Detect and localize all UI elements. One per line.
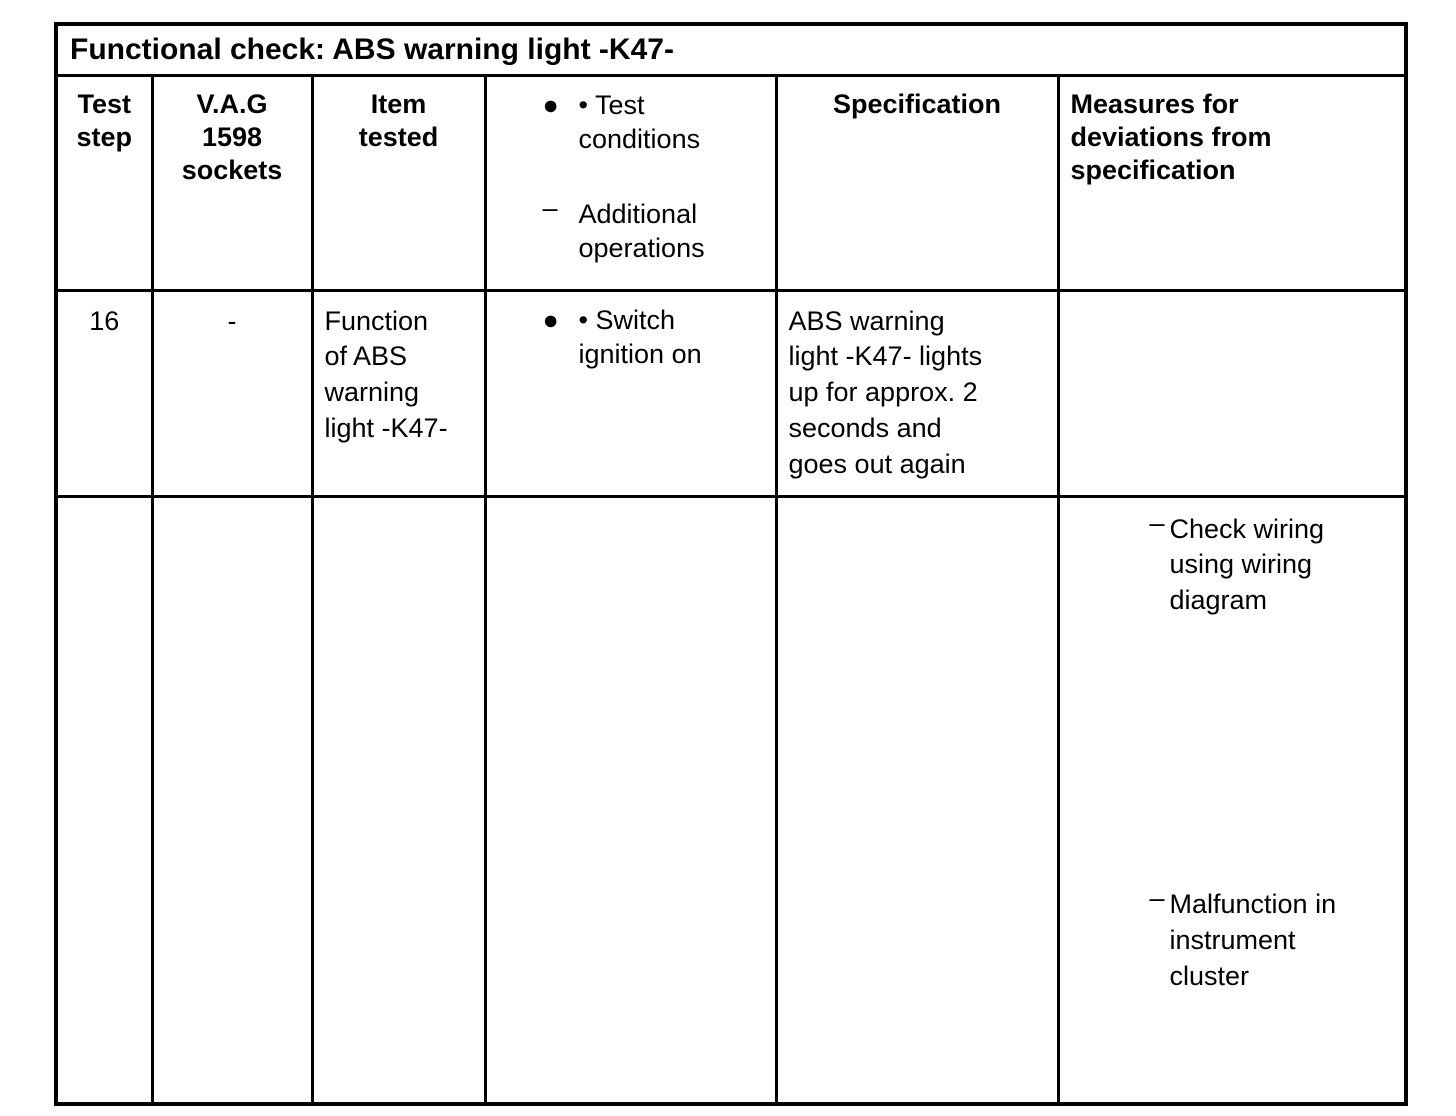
cell-vag-sockets: - [150, 288, 314, 498]
value-specification: ABS warning light -K47- lights up for ap… [778, 292, 1057, 484]
item-tested-line2: of ABS [324, 341, 408, 372]
header-conditions-bullet-item: ● • Test conditions [487, 88, 775, 157]
header-measures-line3: specification [1070, 155, 1236, 186]
page-title: Functional check: ABS warning light -K47… [70, 33, 674, 66]
value-vag-sockets-empty [154, 498, 311, 510]
bullet-dot-icon: ● [542, 89, 559, 120]
header-conditions-dash-item: – Additional operations [487, 193, 775, 266]
cell-item-tested-empty [310, 494, 487, 1106]
header-additional-line1: Additional [578, 198, 698, 229]
cell-specification: ABS warning light -K47- lights up for ap… [774, 288, 1060, 498]
cell-test-conditions-empty [483, 494, 778, 1106]
value-test-conditions: ● • Switch ignition on [487, 292, 775, 372]
header-cell-measures: Measures for deviations from specificati… [1056, 73, 1408, 292]
measures-list-spacer [1060, 619, 1405, 887]
header-measures-line1: Measures for [1070, 88, 1239, 119]
value-test-step-empty [58, 498, 151, 510]
header-test-step-line2: step [76, 121, 133, 152]
item-tested-line3: warning [324, 377, 420, 408]
specification-line5: goes out again [788, 449, 966, 480]
value-test-conditions-empty [487, 498, 775, 510]
table-title-cell: Functional check: ABS warning light -K47… [54, 22, 1408, 77]
specification-line3: up for approx. 2 [788, 377, 978, 408]
value-item-tested: Function of ABS warning light -K47- [314, 292, 484, 448]
specification-line4: seconds and [788, 413, 942, 444]
cell-test-conditions: ● • Switch ignition on [483, 288, 778, 498]
header-cell-test-conditions: ● • Test conditions – Additional operati… [483, 73, 778, 292]
table-title-row: Functional check: ABS warning light -K47… [54, 22, 1408, 77]
header-test-step-line1: Test [77, 88, 131, 119]
header-additional-line2: operations [578, 233, 705, 264]
test-conditions-bullet-item: ● • Switch ignition on [487, 303, 775, 372]
measures-list: – Check wiring using wiring diagram – Ma… [1060, 498, 1405, 995]
header-conditions-line2: conditions [578, 124, 701, 155]
header-measures-line2: deviations from [1070, 121, 1272, 152]
header-test-step: Test step [58, 77, 151, 155]
functional-check-table: Functional check: ABS warning light -K47… [54, 22, 1409, 1106]
header-item-tested: Item tested [314, 77, 484, 155]
measure-2-line2: instrument [1169, 925, 1296, 956]
header-vag-sockets: V.A.G 1598 sockets [154, 77, 311, 188]
value-vag-sockets: - [227, 305, 237, 336]
header-test-conditions: ● • Test conditions – Additional operati… [487, 77, 775, 266]
value-measures [1060, 292, 1405, 304]
measure-1-line2: using wiring [1169, 549, 1313, 580]
header-item-line2: tested [358, 121, 439, 152]
test-conditions-line2: ignition on [578, 339, 702, 370]
measure-1-line3: diagram [1169, 585, 1268, 616]
specification-line1: ABS warning [788, 305, 945, 336]
header-item-line1: Item [370, 88, 427, 119]
cell-test-step-empty [54, 494, 154, 1106]
item-tested-line4: light -K47- [324, 413, 448, 444]
measures-list-item: – Check wiring using wiring diagram [1060, 508, 1405, 620]
header-measures: Measures for deviations from specificati… [1060, 77, 1405, 188]
header-specification-line1: Specification [832, 88, 1002, 119]
cell-vag-sockets-empty [150, 494, 314, 1106]
header-vag-line2: 1598 [201, 121, 263, 152]
cell-specification-empty [774, 494, 1060, 1106]
header-cell-test-step: Test step [54, 73, 154, 292]
specification-line2: light -K47- lights [788, 341, 983, 372]
value-specification-empty [778, 498, 1057, 510]
measure-2-line1: Malfunction in [1169, 889, 1337, 920]
header-vag-line1: V.A.G [196, 88, 268, 119]
table-row: – Check wiring using wiring diagram – Ma… [54, 494, 1408, 1106]
header-conditions-line1: • Test [578, 89, 645, 120]
measures-list-item: – Malfunction in instrument cluster [1060, 883, 1405, 995]
table-row: 16 - Function of ABS warning light -K47-… [54, 288, 1408, 498]
header-specification: Specification [778, 77, 1057, 121]
dash-bullet-icon: – [1149, 883, 1165, 914]
test-conditions-line1: • Switch [578, 304, 675, 335]
header-cell-item-tested: Item tested [310, 73, 487, 292]
dash-bullet-icon: – [542, 192, 558, 223]
header-conditions-spacer [487, 157, 775, 197]
measure-2-line3: cluster [1169, 961, 1250, 992]
header-cell-vag-sockets: V.A.G 1598 sockets [150, 73, 314, 292]
measure-1-line1: Check wiring [1169, 513, 1325, 544]
cell-item-tested: Function of ABS warning light -K47- [310, 288, 487, 498]
header-vag-line3: sockets [181, 155, 283, 186]
cell-measures-list: – Check wiring using wiring diagram – Ma… [1056, 494, 1408, 1106]
value-item-tested-empty [314, 498, 484, 510]
cell-measures [1056, 288, 1408, 498]
bullet-dot-icon: ● [542, 304, 559, 335]
value-test-step: 16 [89, 305, 120, 336]
table-header-row: Test step V.A.G 1598 sockets Item tested [54, 73, 1408, 292]
item-tested-line1: Function [324, 305, 429, 336]
cell-test-step: 16 [54, 288, 154, 498]
dash-bullet-icon: – [1149, 507, 1165, 538]
header-cell-specification: Specification [774, 73, 1060, 292]
